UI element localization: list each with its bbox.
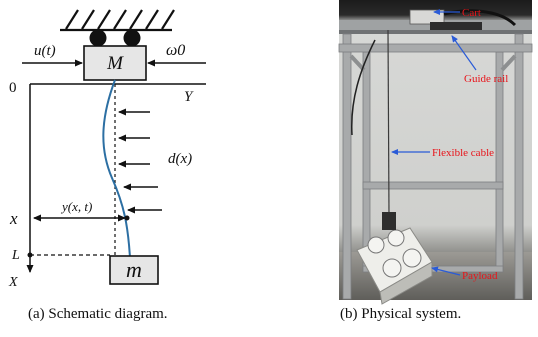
payload-box <box>109 255 159 285</box>
x-axis-label: X <box>8 275 18 290</box>
disturbance-label: d(x) <box>168 151 192 167</box>
wheel-left <box>89 29 107 47</box>
payload-mass-label: m <box>126 257 142 282</box>
guide-rail-annotation-arrow <box>451 35 477 71</box>
payload-annotation-arrow <box>431 266 461 276</box>
physical-system-photo: Cart Guide rail Flexible cable Payload <box>338 0 533 305</box>
cart-cable-carrier <box>430 22 482 30</box>
input-force-label: u(t) <box>34 43 56 59</box>
deflection-point <box>124 215 130 221</box>
payload-photo <box>356 212 433 305</box>
cart-mass-label: M <box>106 53 124 74</box>
power-cord <box>350 39 376 136</box>
top-rail-shadow <box>339 30 532 34</box>
payload-annotation: Payload <box>462 270 498 282</box>
origin-label: 0 <box>9 80 17 96</box>
y-axis-label: Y <box>184 89 194 105</box>
caption-physical-system: (b) Physical system. <box>340 306 462 322</box>
position-label: x <box>9 209 18 228</box>
frame-braces <box>349 54 517 72</box>
cart-annotation: Cart <box>462 7 481 19</box>
wheel-right <box>123 29 141 47</box>
cable-curve <box>102 79 131 259</box>
deflection-label: y(x, t) <box>60 199 92 214</box>
disturbance-arrows <box>118 108 162 214</box>
schematic-diagram: M u(t) ω0 Y 0 X d(x) y(x, t) x <box>8 9 206 290</box>
cable-annotation: Flexible cable <box>432 147 494 159</box>
angular-speed-label: ω0 <box>166 42 185 59</box>
ceiling-hatch <box>60 9 175 32</box>
flexible-cable-photo <box>387 29 390 216</box>
caption-schematic: (a) Schematic diagram. <box>28 306 168 322</box>
guide-rail-annotation: Guide rail <box>464 73 508 85</box>
length-label: L <box>11 248 20 263</box>
